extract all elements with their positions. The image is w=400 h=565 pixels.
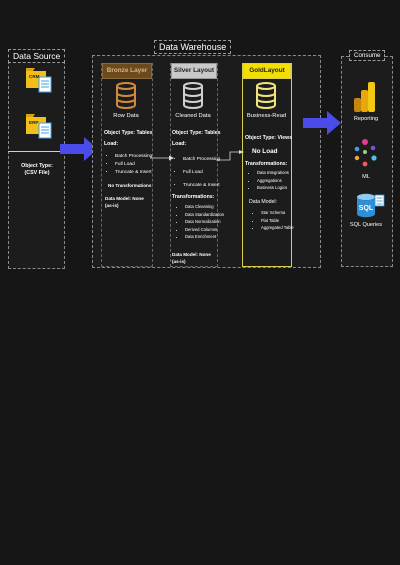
- sql-queries-label: SQL Queries: [349, 222, 383, 228]
- gold-transformations-list: Data Integrations Aggregations Business …: [246, 169, 303, 192]
- gold-data-model-title: Data Model:: [249, 199, 277, 205]
- data-source-panel: [8, 56, 65, 269]
- data-warehouse-panel: [92, 55, 321, 268]
- crm-label: CRM: [29, 74, 40, 79]
- bronze-layer-header: Bronze Layer: [102, 63, 152, 79]
- gold-transformation-item: Aggregations: [257, 177, 303, 185]
- svg-text:SQL: SQL: [359, 205, 374, 212]
- gold-layer-header: GoldLayout: [243, 63, 291, 79]
- bronze-load-title: Load:: [104, 141, 119, 147]
- bronze-object-type: Object Type: Tables: [104, 130, 153, 136]
- gold-transformations-title: Transformations:: [245, 161, 288, 167]
- arrow-silver-to-gold: [216, 150, 244, 162]
- silver-transformation-item: Data Normalization: [185, 218, 231, 226]
- bronze-load-item: Full Load: [115, 161, 167, 169]
- data-source-title: Data Source: [8, 49, 66, 63]
- silver-load-item: Batch Processing: [183, 153, 233, 166]
- silver-database-icon: [182, 82, 204, 109]
- bronze-load-item: Truncate & Insert: [115, 169, 167, 177]
- silver-load-item: Full Load: [183, 166, 233, 179]
- silver-load-item: Truncate & Insert: [183, 179, 233, 192]
- gold-database-icon: [255, 82, 277, 109]
- source-object-type-line-2: (CSV File): [24, 170, 50, 176]
- data-warehouse-title: Data Warehouse: [154, 40, 232, 54]
- gold-data-model-item: Aggregated Table: [261, 224, 303, 232]
- silver-transformations-list: Data Cleansing Data Standardization Data…: [174, 203, 231, 241]
- reporting-bar-chart-icon: [354, 82, 376, 112]
- gold-layer-name: Business-Read: [246, 113, 287, 119]
- bronze-data-model: Data Model: None (as-is): [105, 196, 144, 208]
- bronze-load-item: Batch Processing: [115, 153, 167, 161]
- arrow-source-to-warehouse: [60, 137, 100, 161]
- silver-layer-name: Cleaned Data: [175, 113, 211, 119]
- bronze-load-list: Batch Processing Full Load Truncate & In…: [104, 153, 167, 177]
- bronze-layer-name: Row Data: [113, 113, 139, 119]
- silver-data-model: Data Model: None (as-is): [172, 252, 211, 264]
- silver-transformation-item: Derived Columns: [185, 226, 231, 234]
- silver-transformation-item: Data Standardization: [185, 211, 231, 219]
- silver-layer-header: Silver Layout: [171, 63, 217, 79]
- source-object-type: Object Type: (CSV File): [12, 163, 62, 177]
- arrow-warehouse-to-consume: [303, 111, 343, 135]
- ml-dots-icon: [352, 138, 380, 168]
- source-object-type-line-1: Object Type:: [21, 163, 53, 169]
- gold-data-model-list: Star Schema Flat Table Aggregated Table: [250, 209, 303, 232]
- crm-file-icon: [26, 68, 56, 94]
- silver-load-list: Batch Processing Full Load Truncate & In…: [172, 153, 233, 192]
- consume-title: Consume: [349, 50, 386, 61]
- gold-load: No Load: [252, 148, 278, 155]
- gold-transformation-item: Data Integrations: [257, 169, 303, 177]
- gold-transformation-item: Business Logics: [257, 184, 303, 192]
- ml-label: ML: [362, 174, 370, 180]
- silver-transformation-item: Data Cleansing: [185, 203, 231, 211]
- arrow-bronze-to-silver: [150, 154, 174, 162]
- reporting-label: Reporting: [353, 116, 379, 122]
- gold-object-type: Object Type: Views: [245, 135, 293, 141]
- gold-data-model-item: Flat Table: [261, 217, 303, 225]
- gold-data-model-item: Star Schema: [261, 209, 303, 217]
- source-line: [8, 151, 63, 152]
- sql-database-icon: SQL: [356, 193, 386, 219]
- silver-load-title: Load:: [172, 141, 187, 147]
- bronze-database-icon: [115, 82, 137, 109]
- silver-transformation-item: Data Enrichment: [185, 233, 231, 241]
- bronze-transformations: No Transformations: [108, 183, 152, 188]
- silver-transformations-title: Transformations:: [172, 194, 215, 200]
- silver-object-type: Object Type: Tables: [172, 130, 221, 136]
- erp-label: ERP: [29, 120, 39, 125]
- erp-file-icon: [26, 114, 56, 140]
